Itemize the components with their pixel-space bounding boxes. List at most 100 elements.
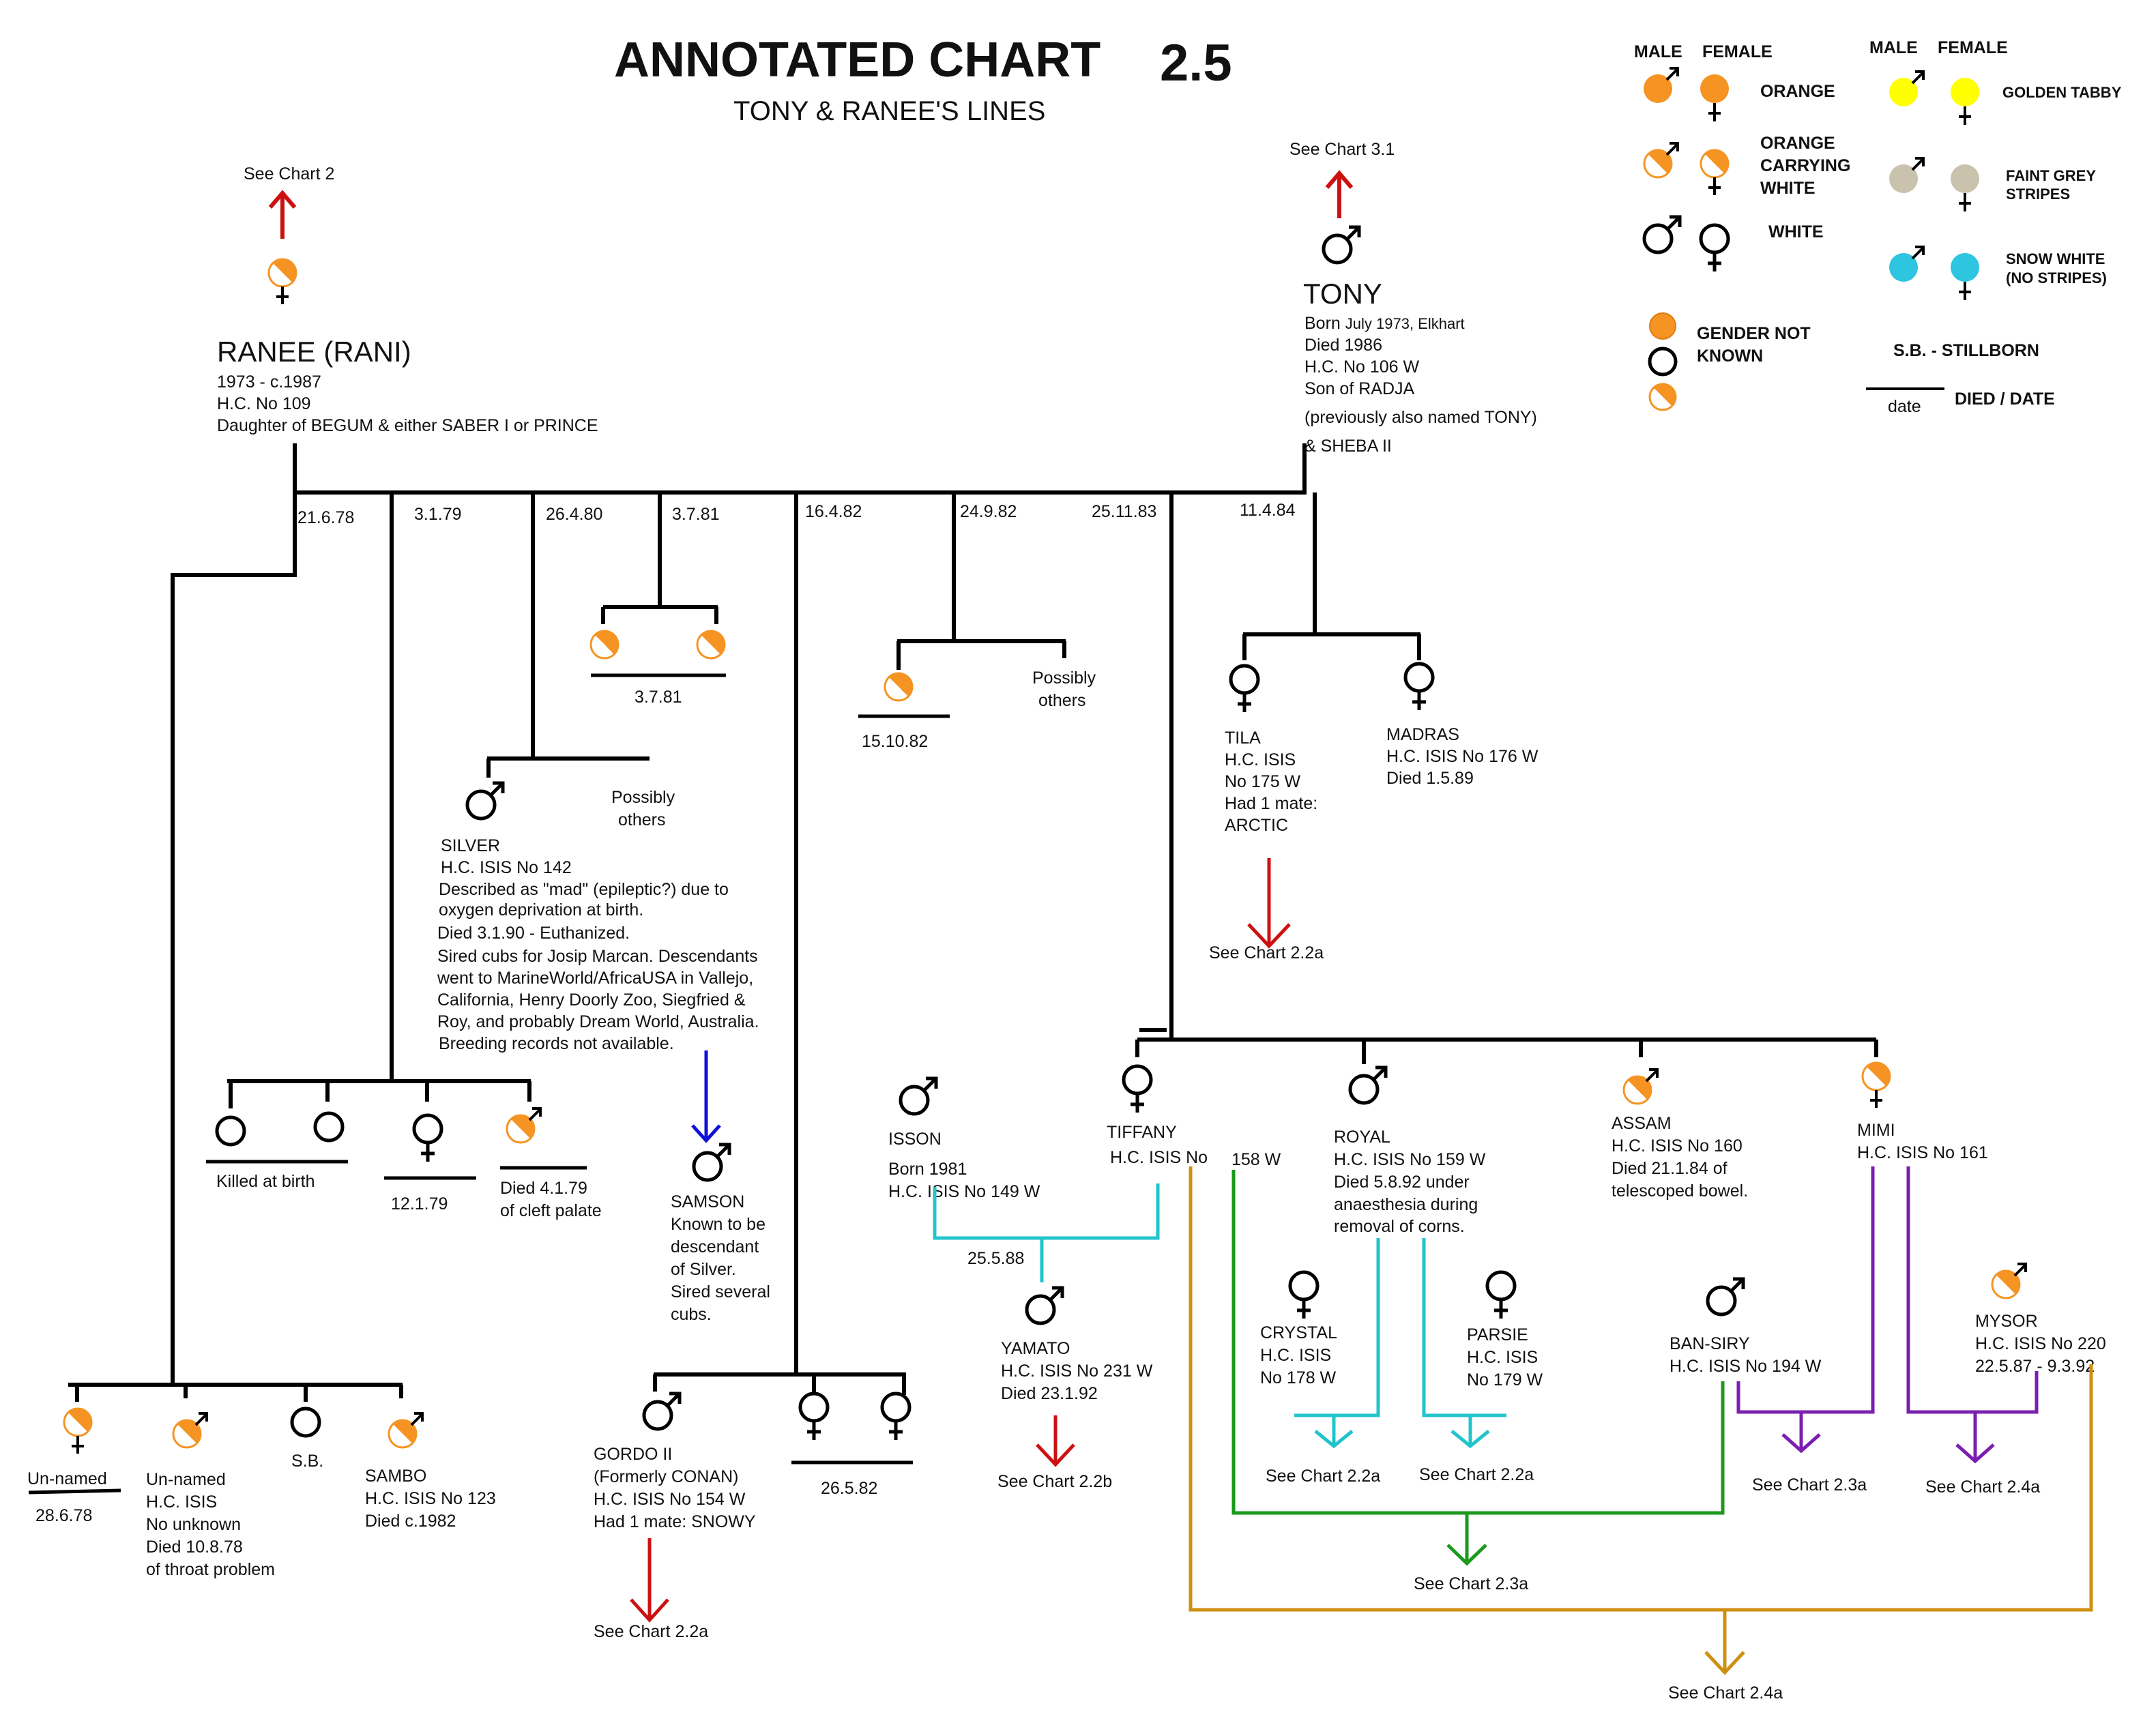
tiffany-isson-mating-date: 25.5.88 (967, 1249, 1024, 1268)
possibly-others-1a: Possibly (611, 788, 675, 807)
sambo-male-icon (388, 1412, 424, 1449)
possibly-others-2b: others (1038, 691, 1085, 710)
killed-at-birth: Killed at birth (216, 1172, 315, 1191)
svg-text:H.C. ISIS No 231 W: H.C. ISIS No 231 W (1001, 1362, 1153, 1381)
possibly-others-2a: Possibly (1032, 668, 1096, 688)
mimi-hc: H.C. ISIS No 161 (1857, 1143, 1988, 1162)
legend-white: WHITE (1768, 222, 1824, 241)
litter-date-6: 24.9.82 (960, 502, 1017, 521)
svg-text:went to MarineWorld/AfricaUSA: went to MarineWorld/AfricaUSA in Vallejo… (437, 969, 753, 988)
legend-unknown-half-icon (1648, 383, 1677, 411)
cub-24982-died: 15.10.82 (862, 732, 928, 751)
silver-descendant-arrow-icon (691, 1124, 721, 1143)
legend-grey-male-icon (1888, 157, 1925, 194)
ranee-line-3: Daughter of BEGUM & either SABER I or PR… (217, 416, 598, 435)
legend-orange-carrying-male-icon (1643, 142, 1679, 179)
tiffany-mysor-arrow-icon (1704, 1651, 1745, 1675)
samson-info: SAMSON Known to be descendant of Silver.… (671, 1192, 770, 1324)
svg-text:No 178 W: No 178 W (1260, 1368, 1337, 1387)
assam-male-icon (1622, 1068, 1659, 1105)
royal-info: ROYAL H.C. ISIS No 159 W Died 5.8.92 und… (1334, 1128, 1486, 1236)
mimi-name: MIMI (1857, 1121, 1895, 1140)
svg-text:Born 1981: Born 1981 (888, 1160, 967, 1179)
tila-down-arrow-icon (1247, 923, 1291, 949)
unnamed-female-icon (63, 1407, 93, 1455)
litter-date-8: 11.4.84 (1240, 501, 1296, 520)
svg-text:California, Henry Doorly Zoo,: California, Henry Doorly Zoo, Siegfried … (437, 990, 746, 1010)
litter-date-2: 3.1.79 (414, 505, 462, 524)
unnamed-male-info: Un-named H.C. ISIS No unknown Died 10.8.… (146, 1470, 275, 1579)
legend-carrying-3: WHITE (1760, 179, 1816, 198)
tila-info: TILA H.C. ISIS No 175 W Had 1 mate: ARCT… (1225, 729, 1317, 835)
tila-female-icon (1231, 666, 1258, 712)
tony-line-5: (previously also named TONY) (1304, 408, 1537, 427)
legend-golden-male-icon (1888, 70, 1925, 108)
chart-number: 2.5 (1160, 34, 1232, 92)
legend-female-header: FEMALE (1702, 42, 1773, 61)
gordo-down-arrow-icon (630, 1598, 669, 1623)
svg-text:H.C. ISIS: H.C. ISIS (1260, 1346, 1331, 1365)
female-26582-a-icon (800, 1394, 828, 1440)
legend-female-header-2: FEMALE (1938, 38, 2008, 57)
ranee-up-arrow-icon (268, 190, 297, 209)
tony-see-chart: See Chart 3.1 (1289, 140, 1395, 159)
svg-text:Died 10.8.78: Died 10.8.78 (146, 1538, 243, 1557)
unnamed-female-name: Un-named (27, 1469, 107, 1488)
legend-golden-female-icon (1949, 76, 1981, 126)
females-26582-died: 26.5.82 (821, 1479, 877, 1498)
svg-text:Died 5.8.92 under: Died 5.8.92 under (1334, 1173, 1470, 1192)
svg-text:Sired cubs for Josip Marcan. D: Sired cubs for Josip Marcan. Descendants (437, 947, 758, 966)
tiffany-hc-no: 158 W (1231, 1150, 1281, 1169)
svg-text:H.C. ISIS No 220: H.C. ISIS No 220 (1975, 1334, 2106, 1353)
litter-date-3: 26.4.80 (546, 505, 602, 524)
male-cleft-died-1: Died 4.1.79 (500, 1179, 587, 1198)
stillborn-cub-icon (292, 1409, 319, 1436)
crystal-down-arrow-icon (1314, 1430, 1354, 1449)
killed-cub-a-icon (217, 1117, 244, 1145)
svg-text:Described as "mad" (epileptic?: Described as "mad" (epileptic?) due to (439, 880, 729, 899)
cub-24982-icon (884, 672, 914, 702)
svg-text:Sired several: Sired several (671, 1282, 770, 1301)
isson-info: ISSON Born 1981 H.C. ISIS No 149 W (888, 1130, 1040, 1201)
svg-text:No unknown: No unknown (146, 1515, 241, 1534)
litter-3781-died: 3.7.81 (635, 688, 682, 707)
legend-male-header-2: MALE (1869, 38, 1918, 57)
svg-text:descendant: descendant (671, 1237, 759, 1256)
ban-siry-male-icon (1708, 1279, 1743, 1314)
legend-orange-carrying-female-icon (1700, 149, 1730, 196)
mysor-info: MYSOR H.C. ISIS No 220 22.5.87 - 9.3.92 (1975, 1312, 2106, 1376)
female-12179-icon (414, 1115, 441, 1162)
chart-subtitle: TONY & RANEE'S LINES (733, 96, 1045, 126)
litter-date-7: 25.11.83 (1092, 502, 1156, 521)
tree-lines (68, 443, 1878, 1402)
svg-text:ROYAL: ROYAL (1334, 1128, 1390, 1147)
ranee-see-chart: See Chart 2 (244, 164, 334, 183)
samson-male-icon (694, 1145, 729, 1180)
litter-date-5: 16.4.82 (805, 502, 862, 521)
tony-line-6: & SHEBA II (1304, 437, 1392, 456)
svg-text:No 179 W: No 179 W (1467, 1370, 1543, 1389)
mimi-female-icon (1861, 1061, 1891, 1109)
svg-text:H.C. ISIS No 176 W: H.C. ISIS No 176 W (1386, 747, 1539, 766)
yamato-see-chart: See Chart 2.2b (997, 1472, 1112, 1491)
legend-faint-grey-1: FAINT GREY (2006, 167, 2096, 184)
legend-stillborn: S.B. - STILLBORN (1893, 341, 2039, 360)
legend-white-female-icon (1701, 225, 1728, 271)
stillborn-label: S.B. (291, 1452, 323, 1471)
isson-male-icon (901, 1078, 936, 1114)
sambo-info: SAMBO H.C. ISIS No 123 Died c.1982 (365, 1467, 496, 1531)
svg-text:Died 3.1.90 - Euthanized.: Died 3.1.90 - Euthanized. (437, 924, 630, 943)
tila-see-chart: See Chart 2.2a (1209, 943, 1324, 962)
svg-text:TILA: TILA (1225, 729, 1261, 748)
cub-3781-b-icon (696, 630, 726, 660)
legend-faint-grey-2: STRIPES (2006, 186, 2070, 203)
svg-text:SAMBO: SAMBO (365, 1467, 426, 1486)
legend-snow-female-icon (1949, 252, 1981, 301)
legend: MALE FEMALE MALE FEMALE ORANGE ORANGE CA… (1634, 38, 2122, 416)
tony-line-3: H.C. No 106 W (1304, 357, 1420, 377)
cub-3781-a-icon (589, 630, 619, 660)
ranee-line-1: 1973 - c.1987 (217, 372, 321, 392)
svg-text:ARCTIC: ARCTIC (1225, 816, 1288, 835)
tony-line-4: Son of RADJA (1304, 379, 1415, 398)
